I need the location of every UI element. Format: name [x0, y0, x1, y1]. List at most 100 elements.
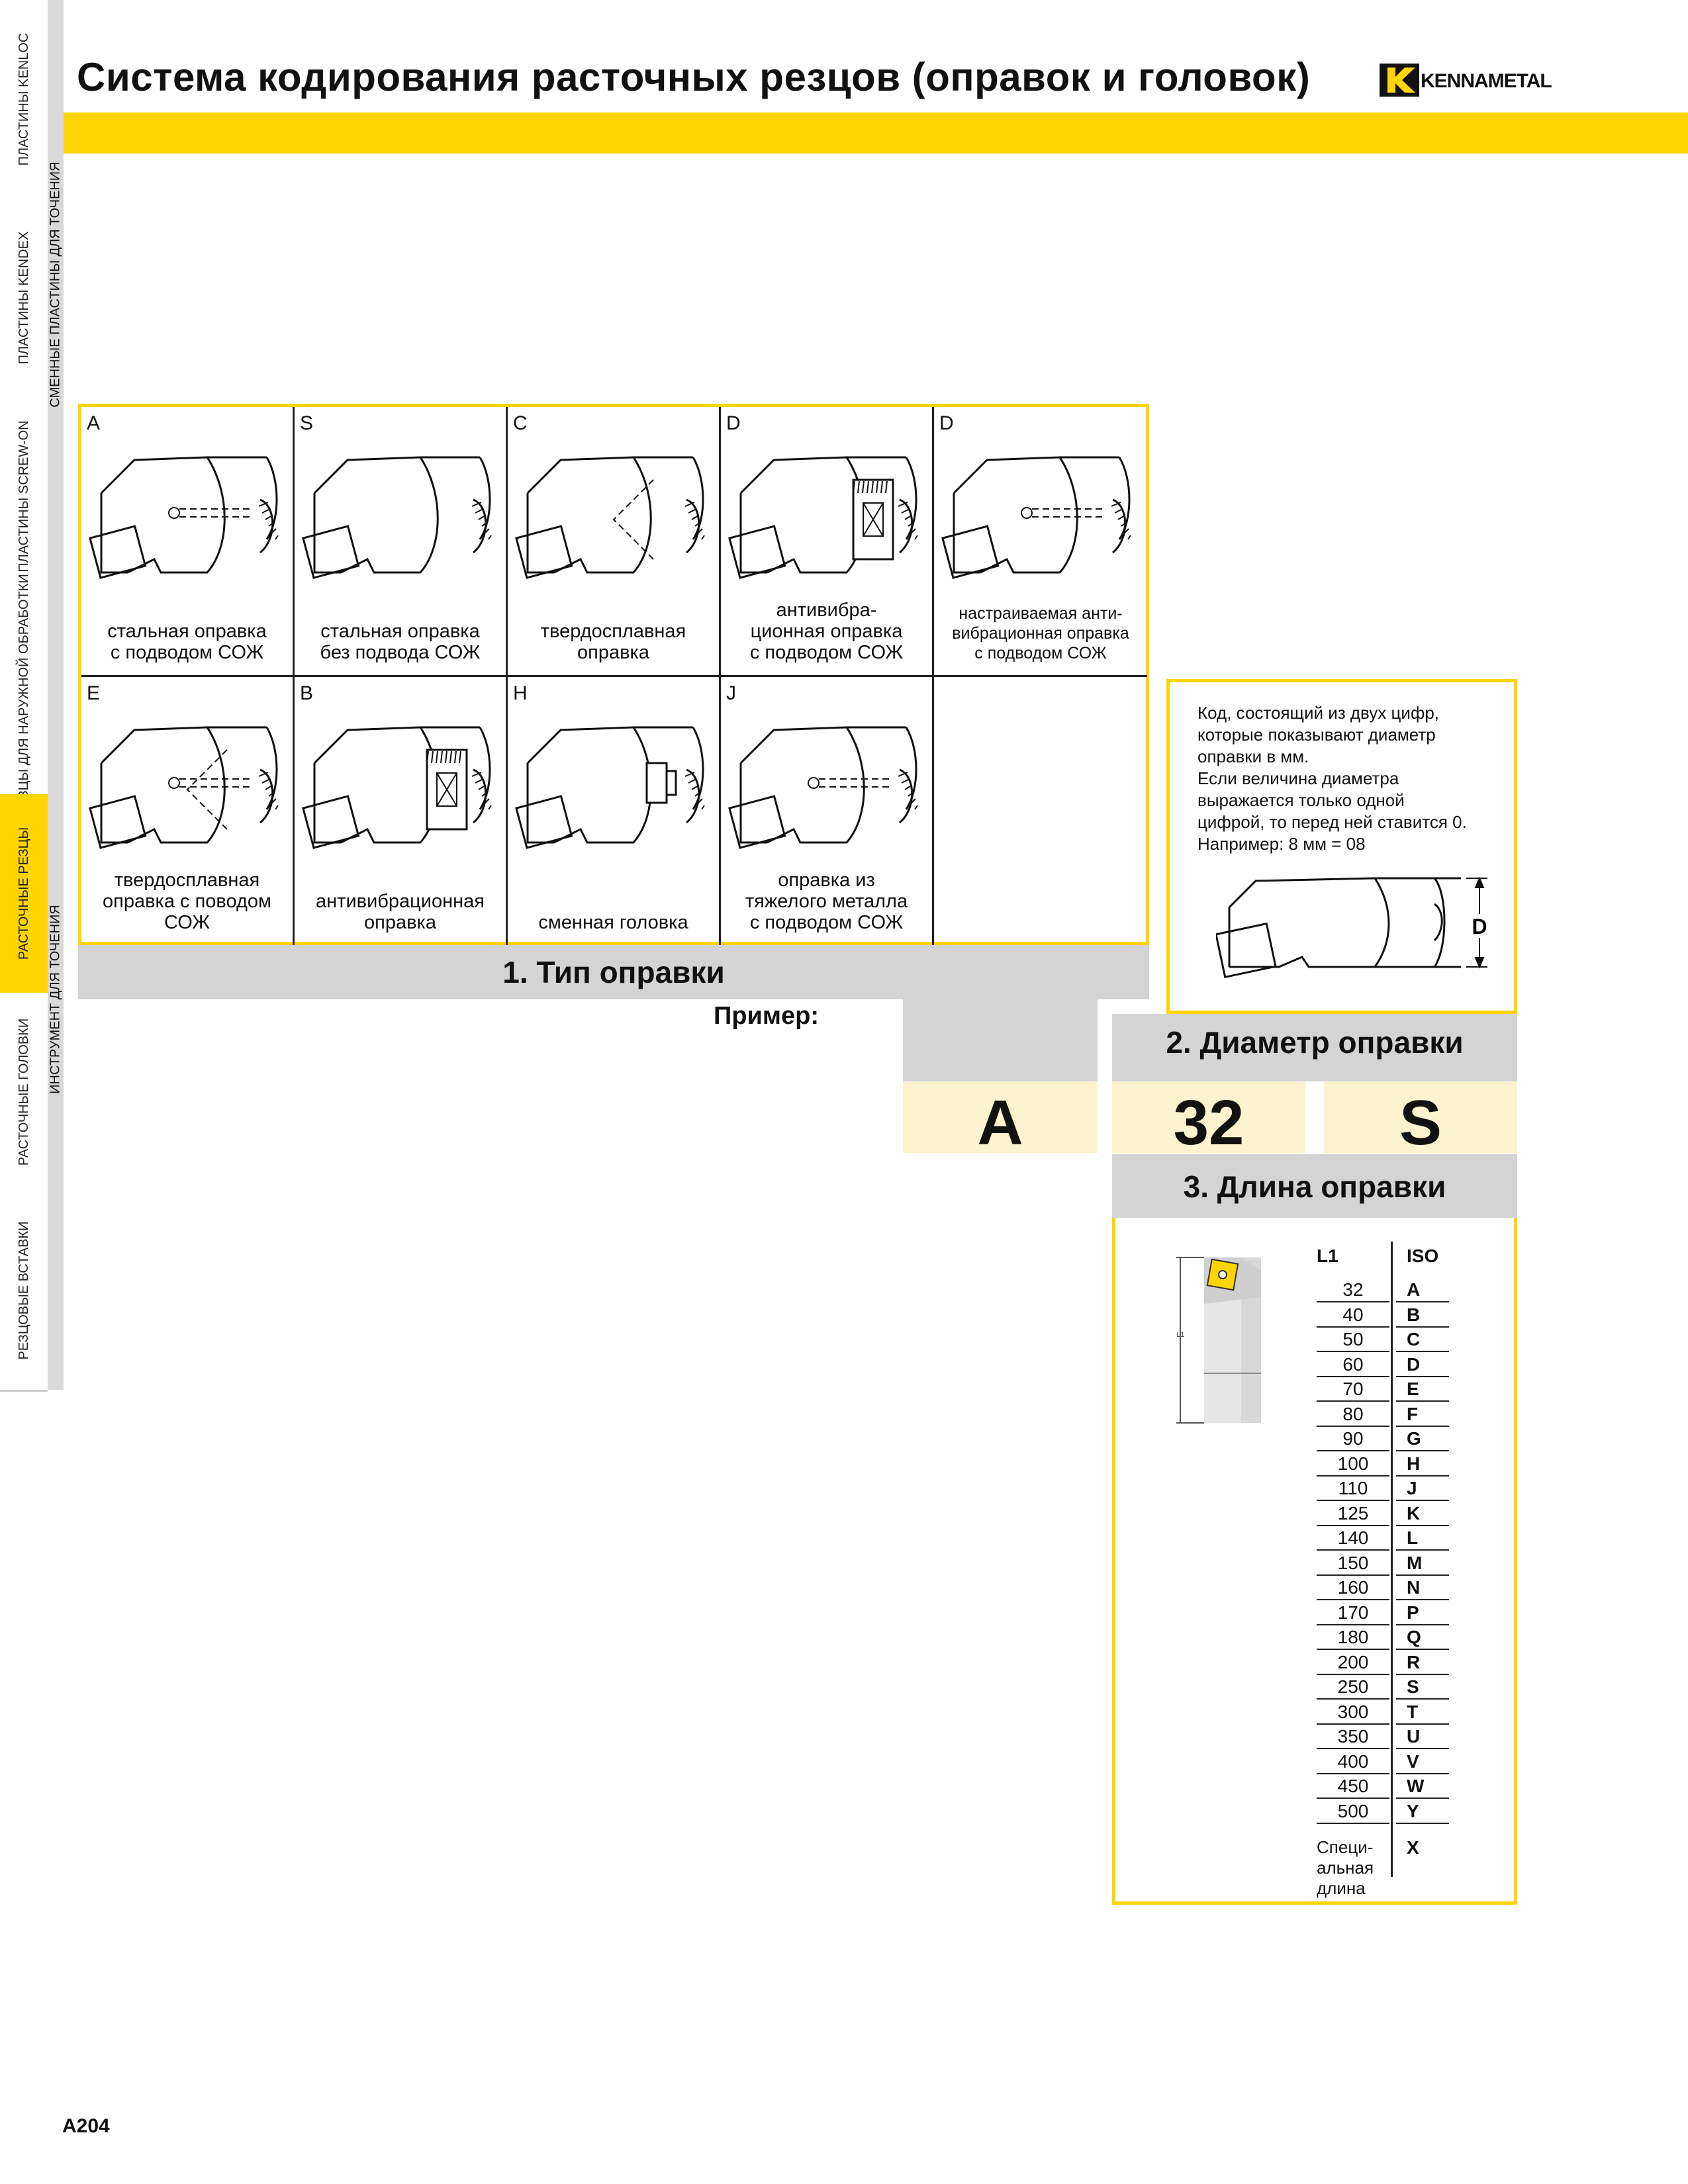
holder-type-drawing: [515, 456, 705, 579]
logo-text: KENNAMETAL: [1421, 70, 1552, 92]
sidebar-tab-label: РАСТОЧНЫЕ ГОЛОВКИ: [17, 1018, 31, 1166]
holder-type-drawing: [302, 456, 492, 579]
holder-type-drawing: [515, 726, 705, 849]
sidebar-tab[interactable]: ПЛАСТИНЫ KENLOC: [0, 0, 48, 201]
length-iso-code: S: [1396, 1676, 1449, 1700]
length-iso-code: M: [1396, 1552, 1449, 1576]
group-label-inserts: СМЕННЫЕ ПЛАСТИНЫ ДЛЯ ТОЧЕНИЯ: [48, 161, 63, 408]
length-table-row: 110 J: [1317, 1477, 1449, 1502]
length-iso-code: R: [1396, 1651, 1449, 1675]
sidebar-tab[interactable]: РАСТОЧНЫЕ РЕЗЦЫ: [0, 794, 48, 995]
holder-type-drawing: [941, 456, 1131, 579]
length-table-row: 500 Y: [1317, 1800, 1449, 1825]
example-code-diameter: 32: [1173, 1087, 1244, 1158]
length-table-row: 400 V: [1317, 1751, 1449, 1776]
example-code-box-diameter: 32: [1112, 1081, 1305, 1158]
sidebar-tab[interactable]: РЕЗЦЫ ДЛЯ НАРУЖНОЙ ОБРАБОТКИ: [0, 574, 48, 816]
diameter-description: Код, состоящий из двух цифр,которые пока…: [1197, 702, 1509, 855]
length-l1-value: 450: [1317, 1775, 1389, 1799]
length-iso-code: U: [1396, 1725, 1449, 1749]
example-connector-a: [903, 999, 1098, 1081]
holder-type-caption: настраиваемая анти- вибрационная оправка…: [952, 604, 1129, 662]
length-iso-code: G: [1396, 1428, 1449, 1451]
special-length-label: Специ- альная длина: [1317, 1837, 1374, 1898]
type-section-header: 1. Тип оправки: [78, 945, 1149, 999]
holder-type-code: A: [87, 412, 101, 434]
length-iso-code: J: [1396, 1477, 1449, 1501]
column-header-iso: ISO: [1407, 1246, 1439, 1266]
sidebar-group-label: ИНСТРУМЕНТ ДЛЯ ТОЧЕНИЯ: [48, 880, 64, 1118]
diameter-section-header: 2. Диаметр оправки: [1112, 1014, 1517, 1071]
length-l1-value: 80: [1317, 1403, 1389, 1427]
holder-type-code: S: [300, 412, 314, 434]
diameter-dimension-label: D: [1472, 915, 1487, 938]
holder-type-code: D: [939, 412, 954, 434]
holder-type-caption: антивибра- ционная оправка с подводом СО…: [749, 600, 904, 663]
length-iso-code: Q: [1396, 1626, 1449, 1650]
diameter-text-line: Например: 8 мм = 08: [1197, 834, 1366, 854]
example-code-box-type: A: [903, 1081, 1098, 1158]
table-divider: [1391, 1242, 1393, 1877]
header-accent-bar: [64, 113, 1688, 154]
length-l1-value: 400: [1317, 1751, 1389, 1774]
length-l1-value: 32: [1317, 1279, 1389, 1302]
sidebar-tab-label: РЕЗЦОВЫЕ ВСТАВКИ: [17, 1221, 31, 1360]
holder-type-caption: антивибрационная оправка: [316, 891, 485, 933]
sidebar-tab-label: ПЛАСТИНЫ KENDEX: [17, 231, 31, 365]
length-l1-value: 110: [1317, 1477, 1389, 1501]
length-section-heading: 3. Длина оправки: [1183, 1169, 1446, 1204]
length-l1-value: 170: [1317, 1602, 1389, 1625]
holder-type-drawing: [89, 726, 279, 849]
diameter-text-line: Код, состоящий из двух цифр,: [1197, 703, 1440, 723]
sidebar-tab[interactable]: РАСТОЧНЫЕ ГОЛОВКИ: [0, 993, 48, 1193]
length-l1-value: 160: [1317, 1576, 1389, 1600]
length-l1-value: 125: [1317, 1502, 1389, 1526]
length-drawing: L1: [1176, 1257, 1261, 1424]
length-iso-code: K: [1396, 1502, 1449, 1526]
sidebar-tab[interactable]: ПЛАСТИНЫ SCREW-ON: [0, 397, 48, 598]
sidebar-strip: [48, 0, 64, 1390]
length-iso-code: N: [1396, 1576, 1449, 1600]
length-l1-value: 140: [1317, 1527, 1389, 1551]
diameter-info-box: Код, состоящий из двух цифр,которые пока…: [1166, 679, 1517, 1014]
length-iso-code: V: [1396, 1751, 1449, 1774]
length-l1-value: 500: [1317, 1800, 1389, 1824]
length-iso-code: Y: [1396, 1800, 1449, 1824]
length-table-row: 160 N: [1317, 1576, 1449, 1602]
length-table-row: 140 L: [1317, 1527, 1449, 1552]
length-l1-value: 60: [1317, 1353, 1389, 1377]
sidebar-tab-label: ПЛАСТИНЫ SCREW-ON: [17, 420, 31, 572]
sidebar-tab[interactable]: ПЛАСТИНЫ KENDEX: [0, 199, 48, 399]
holder-type-drawing: [728, 456, 918, 579]
example-label: Пример:: [714, 1002, 819, 1030]
example-code-box-length: S: [1324, 1081, 1517, 1158]
holder-type-caption: твердосплавная оправка: [540, 621, 686, 663]
sidebar-tab[interactable]: РЕЗЦОВЫЕ ВСТАВКИ: [0, 1191, 48, 1392]
holder-type-code: H: [513, 682, 528, 704]
length-iso-code: L: [1396, 1527, 1449, 1551]
length-l1-value: 200: [1317, 1651, 1389, 1675]
holder-type-drawing: [302, 726, 492, 849]
special-length-code: X: [1407, 1837, 1419, 1858]
holder-type-drawing: [89, 456, 279, 579]
length-l1-value: 50: [1317, 1328, 1389, 1352]
length-l1-value: 40: [1317, 1304, 1389, 1328]
holder-type-caption: оправка из тяжелого металла с подводом С…: [745, 870, 908, 933]
diameter-section-heading: 2. Диаметр оправки: [1166, 1025, 1464, 1060]
diameter-drawing: D: [1216, 876, 1493, 979]
